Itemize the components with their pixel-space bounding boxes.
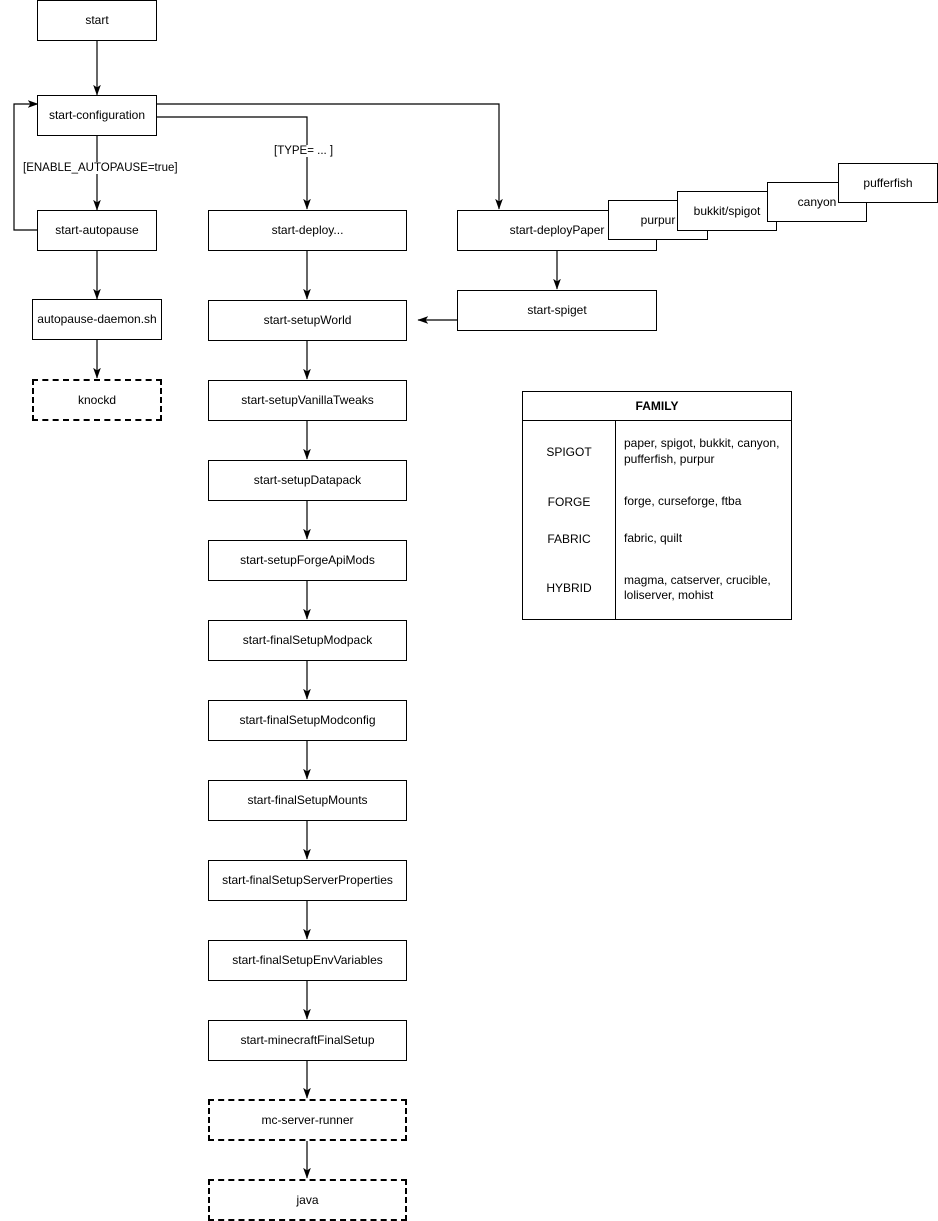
- legend-title-row: FAMILY: [523, 392, 791, 421]
- node-start-minecraft-final-setup[interactable]: start-minecraftFinalSetup: [208, 1020, 407, 1061]
- legend-row-spigot: SPIGOT paper, spigot, bukkit, canyon, pu…: [523, 420, 791, 483]
- legend-key-spigot: SPIGOT: [523, 420, 616, 483]
- legend-value-spigot: paper, spigot, bukkit, canyon, pufferfis…: [624, 436, 780, 466]
- legend-key-fabric: FABRIC: [523, 520, 616, 558]
- node-start-setup-vanilla-tweaks[interactable]: start-setupVanillaTweaks: [208, 380, 407, 421]
- legend-family-table: FAMILY SPIGOT paper, spigot, bukkit, can…: [522, 391, 792, 620]
- legend-value-forge: forge, curseforge, ftba: [624, 493, 742, 508]
- legend-row-forge: FORGE forge, curseforge, ftba: [523, 482, 791, 521]
- node-mc-server-runner[interactable]: mc-server-runner: [208, 1099, 407, 1141]
- node-start-final-setup-mounts[interactable]: start-finalSetupMounts: [208, 780, 407, 821]
- node-start-final-setup-env-variables[interactable]: start-finalSetupEnvVariables: [208, 940, 407, 981]
- edge-label-type: [TYPE= ... ]: [272, 145, 336, 157]
- node-start-final-setup-server-properties[interactable]: start-finalSetupServerProperties: [208, 860, 407, 901]
- legend-title: FAMILY: [523, 392, 791, 421]
- edge-label-enable-autopause: [ENABLE_AUTOPAUSE=true]: [21, 162, 180, 174]
- node-start-setup-datapack[interactable]: start-setupDatapack: [208, 460, 407, 501]
- node-start-autopause[interactable]: start-autopause: [37, 210, 157, 251]
- node-start-configuration[interactable]: start-configuration: [37, 95, 157, 136]
- node-start-setup-forge-api-mods[interactable]: start-setupForgeApiMods: [208, 540, 407, 581]
- node-start-final-setup-modconfig[interactable]: start-finalSetupModconfig: [208, 700, 407, 741]
- node-autopause-daemon-sh[interactable]: autopause-daemon.sh: [32, 299, 162, 340]
- node-start-spiget[interactable]: start-spiget: [457, 290, 657, 331]
- node-knockd[interactable]: knockd: [32, 379, 162, 421]
- node-start-final-setup-modpack[interactable]: start-finalSetupModpack: [208, 620, 407, 661]
- legend-key-hybrid: HYBRID: [523, 557, 616, 619]
- legend-value-fabric: fabric, quilt: [624, 530, 683, 545]
- node-stack-pufferfish[interactable]: pufferfish: [838, 163, 938, 203]
- node-start-setup-world[interactable]: start-setupWorld: [208, 300, 407, 341]
- node-stack-bukkit-spigot[interactable]: bukkit/spigot: [677, 191, 777, 231]
- node-java[interactable]: java: [208, 1179, 407, 1221]
- node-start[interactable]: start: [37, 0, 157, 41]
- legend-row-hybrid: HYBRID magma, catserver, crucible, lolis…: [523, 557, 791, 619]
- legend-key-forge: FORGE: [523, 482, 616, 521]
- legend-value-hybrid: magma, catserver, crucible, loliserver, …: [624, 572, 771, 603]
- node-start-deploy[interactable]: start-deploy...: [208, 210, 407, 251]
- legend-row-fabric: FABRIC fabric, quilt: [523, 520, 791, 558]
- legend-table: FAMILY SPIGOT paper, spigot, bukkit, can…: [523, 392, 791, 619]
